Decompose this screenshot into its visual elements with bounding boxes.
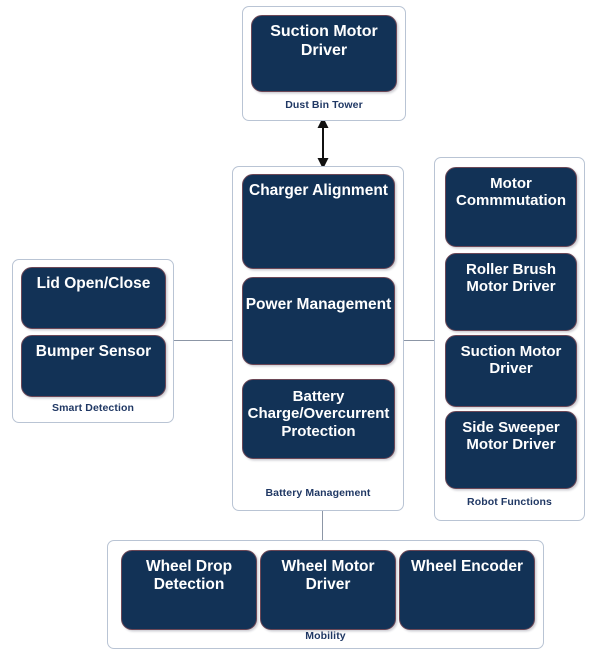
node-suction-motor-driver-top[interactable]: Suction Motor Driver	[251, 15, 397, 92]
double-arrow-dust-bin-to-battery-management	[317, 117, 329, 169]
node-wheel-encoder[interactable]: Wheel Encoder	[399, 550, 535, 630]
node-side-sweeper-motor-driver[interactable]: Side Sweeper Motor Driver	[445, 411, 577, 489]
node-wheel-drop-detection[interactable]: Wheel Drop Detection	[121, 550, 257, 630]
group-smart-detection: Lid Open/Close Bumper Sensor Smart Detec…	[12, 259, 174, 423]
group-robot-functions: Motor Commmutation Roller Brush Motor Dr…	[434, 157, 585, 521]
node-suction-motor-driver[interactable]: Suction Motor Driver	[445, 335, 577, 407]
node-wheel-motor-driver[interactable]: Wheel Motor Driver	[260, 550, 396, 630]
node-motor-commutation[interactable]: Motor Commmutation	[445, 167, 577, 247]
group-label-smart-detection: Smart Detection	[51, 402, 135, 414]
connector-battery-management-to-robot-functions	[404, 340, 438, 341]
group-label-robot-functions: Robot Functions	[467, 496, 552, 508]
connector-battery-management-to-mobility	[322, 511, 323, 544]
group-battery-management: Charger Alignment Power Management Batte…	[232, 166, 404, 511]
group-label-battery-management: Battery Management	[265, 487, 371, 499]
node-charger-alignment[interactable]: Charger Alignment	[242, 174, 395, 269]
node-roller-brush-motor-driver[interactable]: Roller Brush Motor Driver	[445, 253, 577, 331]
group-label-mobility: Mobility	[305, 630, 346, 642]
node-battery-charge-overcurrent-protection[interactable]: Battery Charge/Overcurrent Protection	[242, 379, 395, 459]
group-dust-bin-tower: Suction Motor Driver Dust Bin Tower	[242, 6, 406, 121]
group-mobility: Wheel Drop Detection Wheel Motor Driver …	[107, 540, 544, 649]
group-label-dust-bin-tower: Dust Bin Tower	[285, 99, 363, 111]
node-power-management[interactable]: Power Management	[242, 277, 395, 365]
node-lid-open-close[interactable]: Lid Open/Close	[21, 267, 166, 329]
connector-smart-detection-to-battery-management	[173, 340, 235, 341]
node-bumper-sensor[interactable]: Bumper Sensor	[21, 335, 166, 397]
